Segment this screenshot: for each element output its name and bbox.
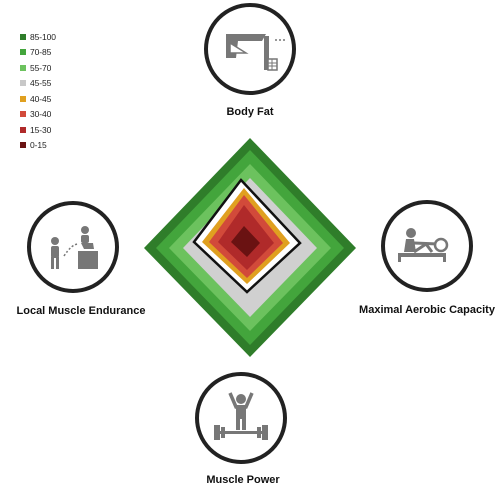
legend: 85-100 70-85 55-70 45-55 40-45 30-40 15-30 0-15	[20, 29, 56, 153]
local-muscle-endurance-label: Local Muscle Endurance	[16, 305, 146, 317]
maximal-aerobic-capacity-node	[381, 200, 473, 292]
legend-label: 40-45	[30, 93, 52, 104]
legend-swatch	[20, 95, 26, 102]
legend-item: 40-45	[20, 91, 56, 107]
legend-label: 0-15	[30, 140, 47, 151]
zone-0-15	[231, 226, 260, 257]
rowing-machine-icon	[398, 228, 449, 262]
legend-item: 55-70	[20, 60, 56, 76]
legend-swatch	[20, 142, 26, 149]
legend-label: 15-30	[30, 124, 52, 135]
legend-label: 85-100	[30, 31, 56, 42]
legend-label: 30-40	[30, 109, 52, 120]
muscle-power-node	[195, 372, 287, 464]
legend-swatch	[20, 49, 26, 56]
legend-item: 15-30	[20, 122, 56, 138]
legend-item: 85-100	[20, 29, 56, 45]
body-fat-label: Body Fat	[226, 106, 274, 118]
legend-item: 45-55	[20, 76, 56, 92]
fitness-diamond	[144, 138, 356, 357]
muscle-power-label: Muscle Power	[206, 474, 280, 486]
legend-swatch	[20, 80, 26, 87]
skinfold-caliper-icon	[226, 34, 285, 71]
legend-swatch	[20, 111, 26, 118]
body-fat-node	[204, 3, 296, 95]
legend-label: 70-85	[30, 47, 52, 58]
maximal-aerobic-capacity-label: Maximal Aerobic Capacity	[359, 304, 495, 316]
box-jump-icon	[51, 226, 98, 269]
legend-swatch	[20, 64, 26, 71]
legend-item: 70-85	[20, 45, 56, 61]
local-muscle-endurance-node	[27, 201, 119, 293]
legend-label: 45-55	[30, 78, 52, 89]
weightlifting-icon	[214, 392, 268, 440]
legend-label: 55-70	[30, 62, 52, 73]
legend-item: 30-40	[20, 107, 56, 123]
legend-swatch	[20, 33, 26, 40]
legend-item: 0-15	[20, 138, 56, 154]
legend-swatch	[20, 126, 26, 133]
